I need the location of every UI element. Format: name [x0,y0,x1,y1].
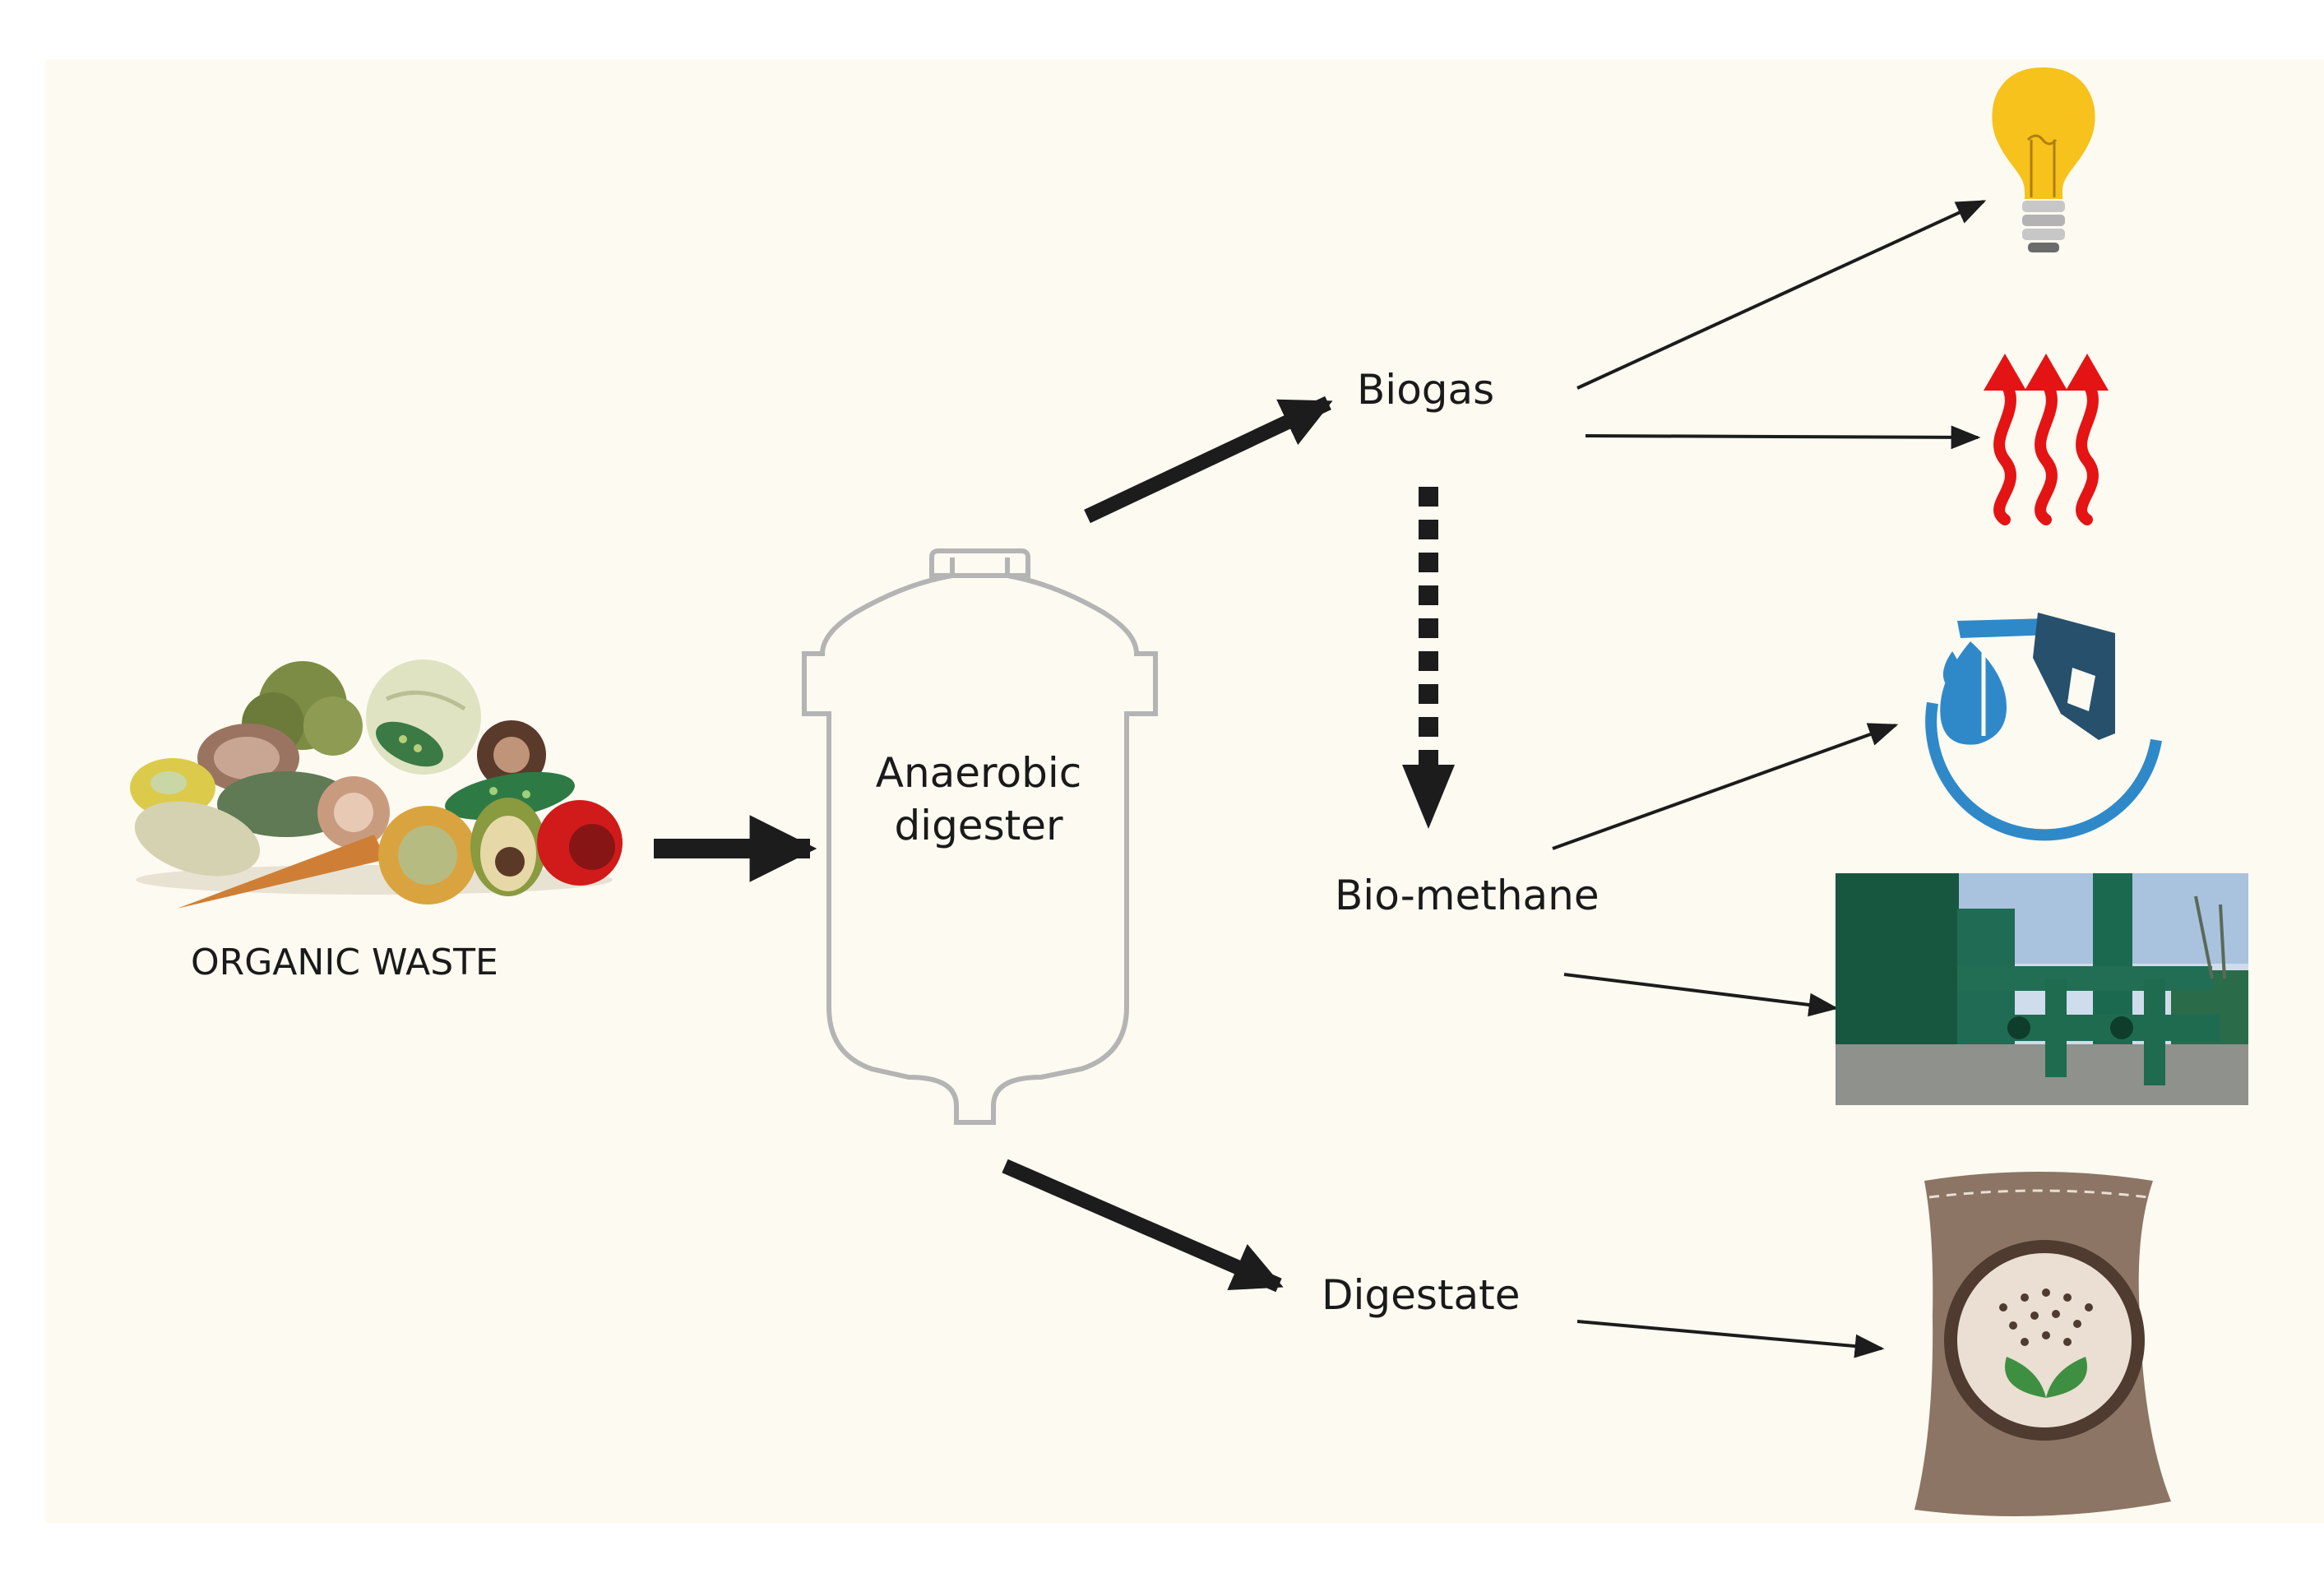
fertilizer-sack-icon [1914,1172,2171,1516]
arrow-biogas-to-heat [1585,425,1981,450]
organic-waste-label: ORGANIC WASTE [191,941,498,983]
anaerobic-digester-label: Anaerobic digester [831,747,1127,852]
light-bulb-icon [1992,67,2095,252]
anaerobic-digester-label-line2: digester [894,802,1063,849]
biomethane-label: Bio-methane [1335,872,1599,919]
anaerobic-digester-icon [802,548,1158,1125]
anaerobic-digester-label-line1: Anaerobic [875,749,1082,797]
biofuel-pump-icon [1925,613,2162,841]
arrow-digester-to-digestate [1002,1159,1284,1293]
arrow-biomethane-to-gas-plant [1563,973,1839,1017]
organic-waste-pile-icon [130,659,623,909]
heat-waves-icon [1993,377,2099,525]
gas-grid-plant-photo [1836,873,2248,1105]
arrow-biomethane-to-fuel [1552,723,1899,850]
digestate-label: Digestate [1322,1271,1521,1319]
arrow-biogas-to-electricity [1576,200,1987,390]
biogas-label: Biogas [1357,366,1495,414]
arrow-biogas-to-biomethane-head [1402,765,1455,829]
heat-waves-arrowheads [1984,354,2109,391]
arrow-digester-to-biogas [1084,396,1333,524]
arrow-digestate-to-fertilizer [1576,1320,1885,1358]
